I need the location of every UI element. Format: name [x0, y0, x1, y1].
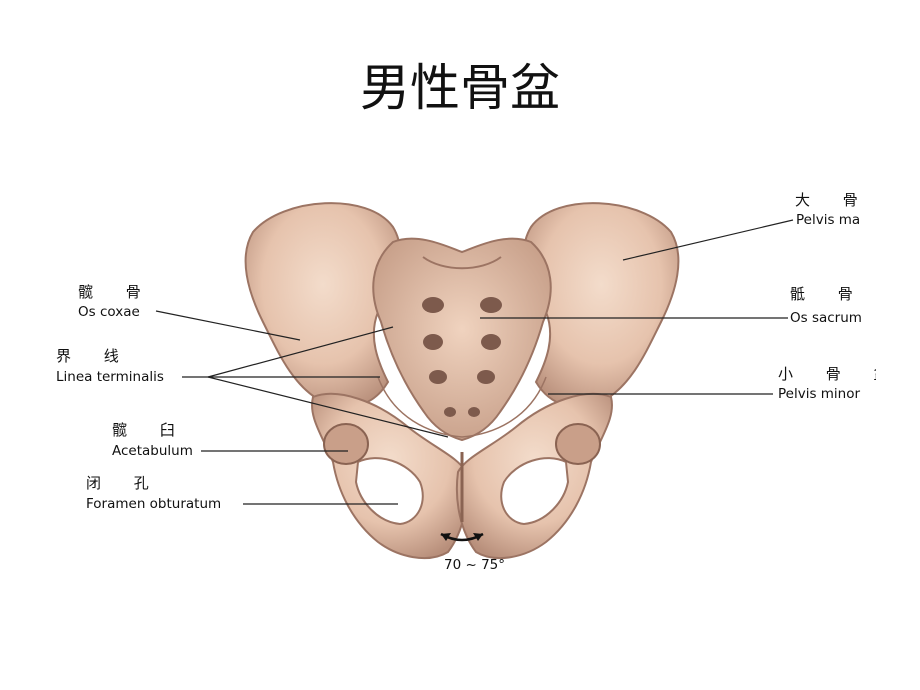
pelvis-minor-en-label: Pelvis minor — [778, 386, 861, 402]
pelvis-illustration — [155, 202, 794, 560]
slide-title: 男性骨盆 — [360, 59, 560, 117]
right-obturator-foramen — [500, 457, 570, 526]
subpubic-angle-label: 70 ~ 75° — [444, 557, 506, 573]
pelvis-major-en-label: Pelvis ma — [796, 212, 861, 228]
linea-terminalis-cn-label: 界 线 — [56, 347, 133, 365]
sacral-foramina — [422, 297, 502, 417]
os-coxae-en-label: Os coxae — [78, 304, 140, 320]
pelvis-major-cn-label: 大 骨 盆 — [795, 191, 876, 209]
acetabulum-cn-label: 髋 臼 — [112, 421, 189, 439]
left-acetabulum — [323, 423, 369, 465]
os-sacrum-en-label: Os sacrum — [790, 310, 862, 326]
leader-lines — [155, 219, 794, 505]
right-ilium — [522, 202, 680, 408]
foramen-obturatum-en-label: Foramen obturatum — [86, 496, 222, 512]
foramen-obturatum-cn-label: 闭 孔 — [86, 474, 163, 492]
pelvis-diagram: 大 骨 盆 Pelvis ma 髋 骨 Os coxae 骶 骨 Os sacr… — [48, 172, 876, 588]
acetabulum-en-label: Acetabulum — [112, 443, 193, 459]
os-sacrum-cn-label: 骶 骨 — [790, 285, 867, 303]
sacrum — [372, 237, 552, 442]
linea-terminalis-en-label: Linea terminalis — [56, 369, 164, 385]
os-coxae-cn-label: 髋 骨 — [78, 283, 155, 301]
right-acetabulum — [555, 423, 601, 465]
pelvis-minor-cn-label: 小 骨 盆 — [778, 365, 876, 383]
